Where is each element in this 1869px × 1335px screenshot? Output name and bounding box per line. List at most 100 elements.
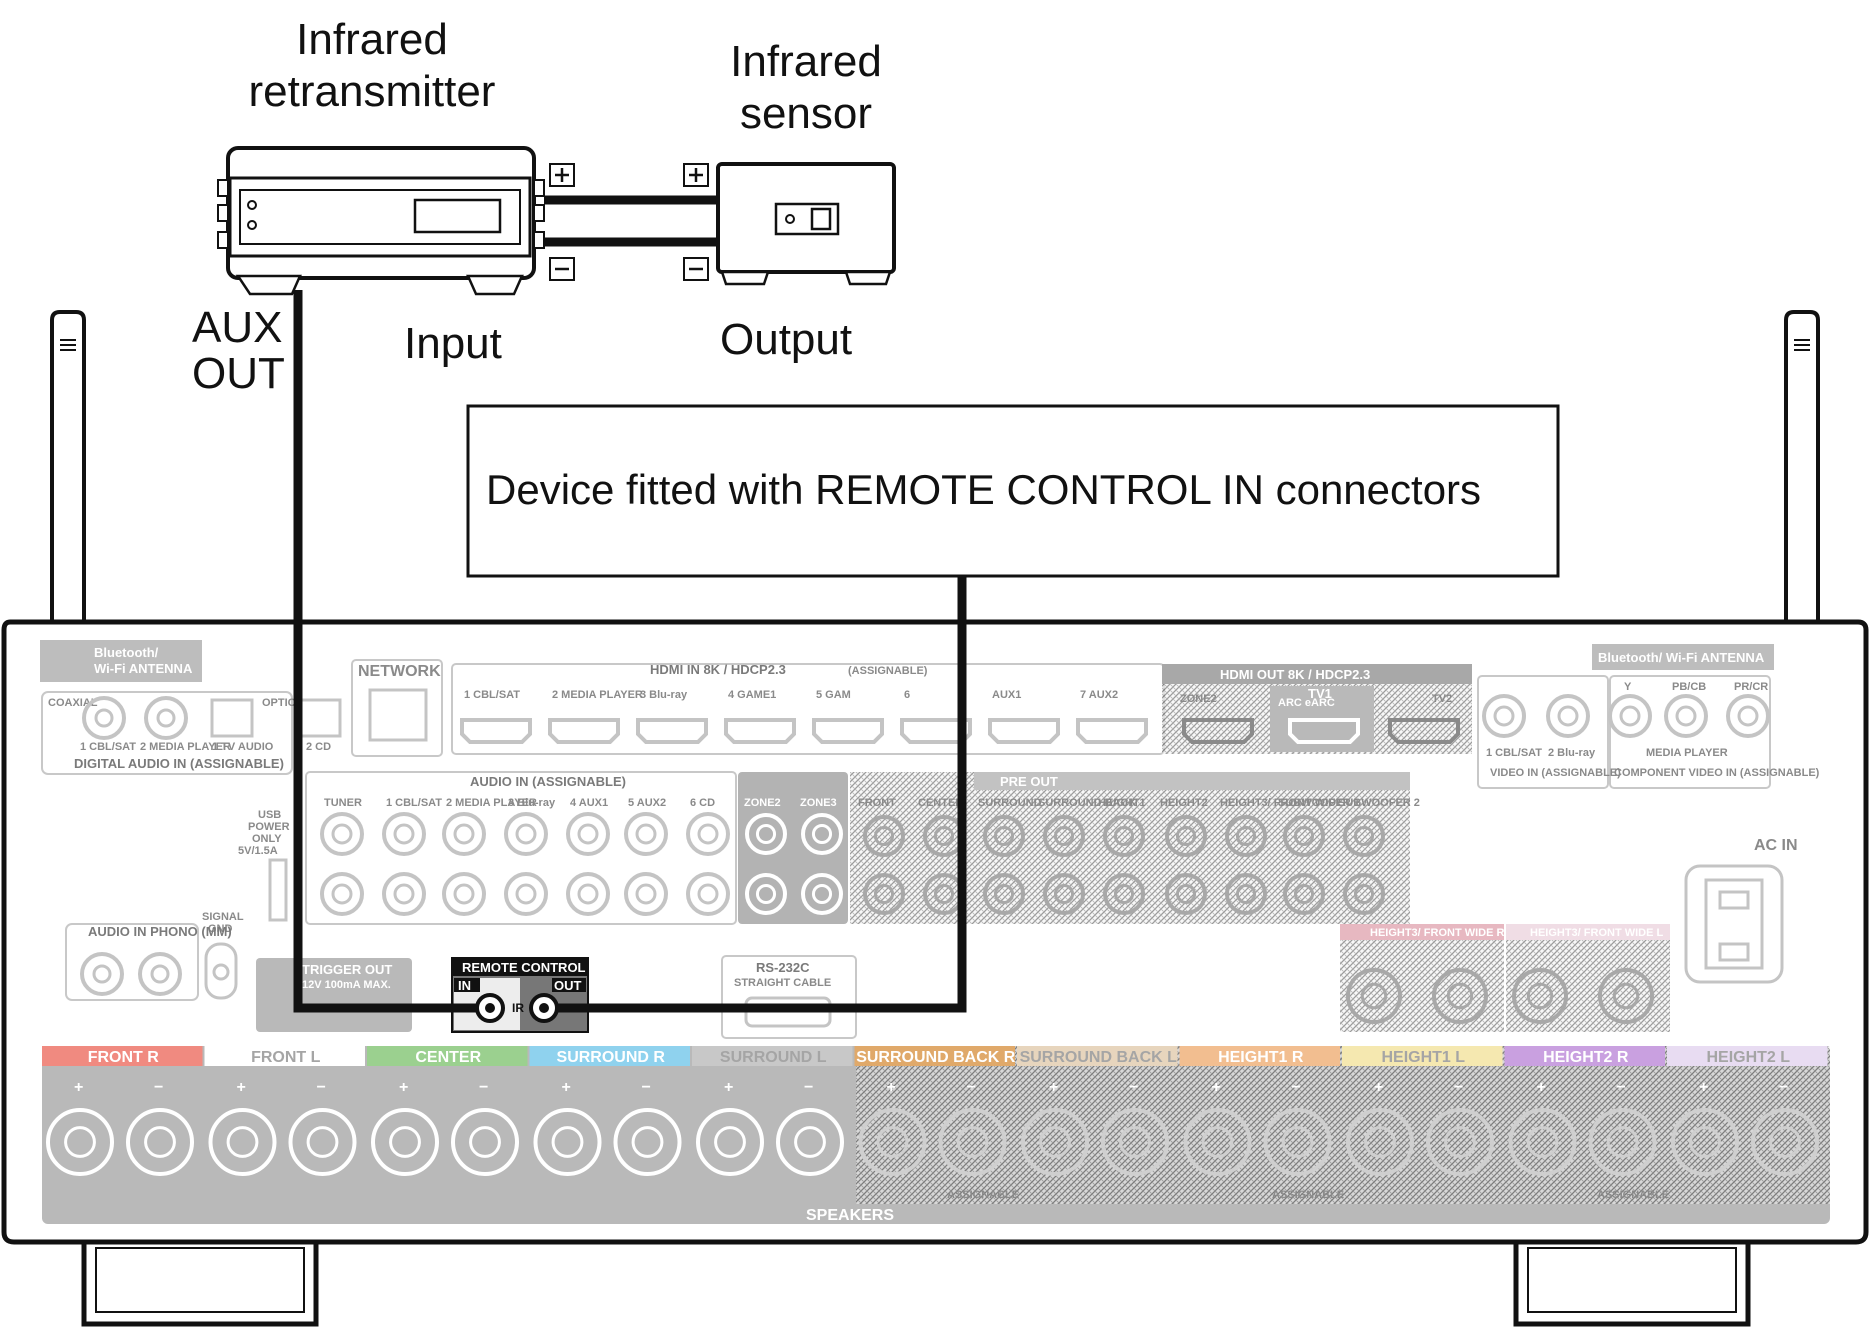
plus-icon — [683, 163, 709, 187]
pre-out-jack-label: HEIGHT3/ FRONT WIDE — [1220, 797, 1343, 809]
speaker-band — [529, 1046, 690, 1066]
minus-icon: − — [1292, 1079, 1301, 1096]
coaxial-label: COAXIAL — [48, 697, 98, 709]
component-pb: PB/CB — [1672, 681, 1706, 693]
zone-jack-r — [745, 873, 787, 915]
ir-retransmitter-label-2: retransmitter — [249, 67, 496, 116]
ir-sensor-label: Infrared — [730, 37, 882, 86]
speaker-terminal-minus — [1263, 1108, 1332, 1176]
audio-in-jack-l — [320, 812, 364, 856]
audio-in-jack-label: 6 CD — [690, 797, 715, 809]
speaker-terminal-minus — [1751, 1108, 1819, 1176]
hdmi-out-label: HDMI OUT 8K / HDCP2.3 — [1220, 667, 1370, 682]
height3-speaker-terminal — [1432, 968, 1488, 1024]
ir-sensor — [716, 162, 896, 286]
usb-port — [268, 858, 288, 922]
hdmi-in-port — [724, 718, 796, 744]
speaker-band-label: HEIGHT1 L — [1381, 1049, 1465, 1066]
minus-icon: − — [154, 1079, 163, 1096]
signal-gnd-label-2: GND — [208, 923, 233, 935]
minus-icon: − — [317, 1079, 326, 1096]
audio-in-jack-label: 1 CBL/SAT — [386, 797, 442, 809]
hdmi-out-tv2: TV2 — [1432, 693, 1452, 705]
phono-jack-r — [80, 952, 124, 996]
speaker-terminal-minus — [1426, 1108, 1494, 1176]
assignable-label: ASSIGNABLE — [1597, 1189, 1669, 1201]
plus-icon: + — [1699, 1079, 1708, 1096]
digital-sub-1: 1 CBL/SAT — [80, 741, 136, 753]
pre-out-jack-1 — [1165, 815, 1207, 857]
zone-jack-label: ZONE2 — [744, 797, 781, 809]
audio-in-jack-r — [382, 872, 426, 916]
pre-out-jack-label: CENTER — [918, 797, 963, 809]
component-video-label: COMPONENT VIDEO IN (ASSIGNABLE) — [1614, 767, 1820, 779]
audio-in-jack-r — [320, 872, 364, 916]
zone-jack-l — [801, 813, 843, 855]
antenna-left — [50, 310, 86, 634]
pre-out-jack-2 — [1343, 873, 1385, 915]
bt-antenna-right-label: Bluetooth/ Wi-Fi ANTENNA — [1598, 650, 1765, 665]
hdmi-in-port-label: 4 GAME1 — [728, 689, 776, 701]
hdmi-in-label: HDMI IN 8K / HDCP2.3 — [650, 662, 786, 677]
speaker-terminal-minus — [613, 1108, 682, 1176]
speaker-band-label: HEIGHT2 R — [1543, 1049, 1629, 1066]
minus-icon: − — [804, 1079, 813, 1096]
pre-out-jack-1 — [863, 815, 905, 857]
speaker-terminal-minus — [1101, 1108, 1169, 1176]
pre-out-jack-2 — [863, 873, 905, 915]
speaker-band — [1342, 1046, 1503, 1066]
zone-jack-r — [801, 873, 843, 915]
signal-gnd-label: SIGNAL — [202, 911, 244, 923]
remote-out-cable — [556, 576, 967, 1013]
pre-out-jack-2 — [1225, 873, 1267, 915]
speaker-band — [1667, 1046, 1828, 1066]
speaker-terminal-plus — [696, 1108, 764, 1176]
speaker-band — [367, 1046, 528, 1066]
audio-in-jack-l — [686, 812, 730, 856]
video-in-label: VIDEO IN (ASSIGNABLE) — [1490, 767, 1621, 779]
component-pr: PR/CR — [1734, 681, 1768, 693]
speaker-terminal-plus — [1508, 1108, 1577, 1176]
hdmi-in-port — [636, 718, 708, 744]
bt-antenna-label: Bluetooth/ — [94, 645, 159, 660]
speaker-band-label: FRONT L — [251, 1049, 321, 1066]
speaker-band-label: SURROUND R — [557, 1049, 666, 1066]
hdmi-in-port — [812, 718, 884, 744]
video-jack — [1482, 694, 1526, 738]
pre-out-jack-label: SURROUND BACK — [1038, 797, 1136, 809]
ac-in-label: AC IN — [1754, 837, 1798, 854]
height3-speaker-terminal — [1512, 968, 1568, 1024]
trigger-out-label: TRIGGER OUT — [302, 962, 392, 977]
rc-out-label: OUT — [554, 978, 582, 993]
ir-retransmitter — [217, 146, 545, 296]
plus-icon: + — [1212, 1079, 1221, 1096]
aux-out-cable — [293, 290, 478, 1013]
plus-icon: + — [562, 1079, 571, 1096]
plus-icon: + — [1374, 1079, 1383, 1096]
speaker-terminal-plus — [1021, 1108, 1089, 1176]
audio-in-jack-l — [442, 812, 486, 856]
pre-out-jack-1 — [1283, 815, 1325, 857]
hdmi-in-port-label: 5 GAM — [816, 689, 851, 701]
trigger-sub-label: 12V 100mA MAX. — [302, 979, 391, 991]
rs232c-label: RS-232C — [756, 960, 810, 975]
speaker-band-label: SURROUND BACK R — [856, 1049, 1016, 1066]
rc-in-jack — [475, 993, 505, 1023]
minus-icon: − — [1617, 1079, 1626, 1096]
pre-out-jack-label: FRONT — [858, 797, 896, 809]
plus-icon: + — [724, 1079, 733, 1096]
hdmi-in-port — [460, 718, 532, 744]
speaker-terminal-plus — [533, 1108, 602, 1176]
assignable-label: ASSIGNABLE — [947, 1189, 1019, 1201]
plus-icon: + — [74, 1079, 83, 1096]
aux-out-label: AUX — [192, 303, 282, 352]
speaker-band — [204, 1046, 365, 1066]
hdmi-in-assignable: (ASSIGNABLE) — [848, 665, 928, 677]
plus-icon — [549, 163, 575, 187]
audio-in-jack-l — [624, 812, 668, 856]
hdmi-out-port-tv2 — [1388, 718, 1460, 744]
component-jack — [1664, 694, 1708, 738]
pre-out-label: PRE OUT — [1000, 774, 1058, 789]
speaker-terminal-plus — [46, 1108, 114, 1176]
hdmi-in-port-label: 1 CBL/SAT — [464, 689, 520, 701]
